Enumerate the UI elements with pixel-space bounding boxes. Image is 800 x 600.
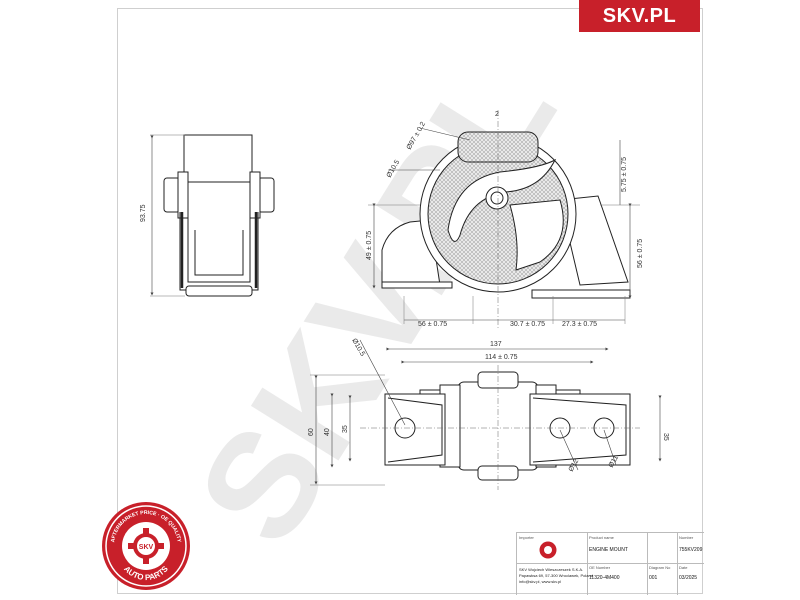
product-name: ENGINE MOUNT — [589, 547, 628, 553]
diagram-label: Diagram No — [649, 565, 671, 570]
dim-top-center: 2 — [495, 111, 499, 118]
dim-height-60: 60 — [308, 428, 315, 436]
dim-width-mid: 30.7 ± 0.75 — [510, 321, 545, 328]
dim-height-left: 49 ± 0.75 — [366, 231, 373, 260]
front-view — [368, 110, 640, 330]
dim-hole-spacing: 114 ± 0.75 — [485, 354, 518, 361]
side-view — [150, 134, 275, 297]
dim-width-left: 56 ± 0.75 — [418, 321, 447, 328]
quality-badge: SKV AFTERMARKET PRICE · OE QUALITY AUTO … — [102, 502, 190, 590]
importer-label: Importer — [519, 535, 534, 540]
badge-center: SKV — [139, 544, 154, 551]
company-line2: Papawksa 69, 57-300 Wroclawek, Poland — [519, 573, 593, 578]
company-line1: SKV Wojciech Wieszczeszek S.K.A. — [519, 567, 584, 572]
company-line3: info@skv.pl, www.skv.pl — [519, 579, 562, 584]
watermark-text: SKV.PL — [165, 34, 587, 571]
plan-view — [310, 339, 662, 490]
dim-offset-top: 5.75 ± 0.75 — [621, 157, 628, 192]
mini-badge-icon — [539, 541, 557, 559]
drawing-frame — [117, 8, 703, 594]
dim-width-right: 27.3 ± 0.75 — [562, 321, 597, 328]
dim-overall-length: 137 — [490, 341, 502, 348]
title-block: Importer Product name ENGINE MOUNT Numbe… — [516, 532, 704, 595]
brand-logo[interactable]: SKV.PL — [579, 0, 700, 32]
date: 03/2025 — [679, 575, 698, 581]
oe-number: 11320-4M400 — [589, 575, 620, 581]
dim-height-35-left: 35 — [342, 425, 349, 433]
dim-side-height: 93.75 — [140, 204, 147, 222]
dim-height-right: 56 ± 0.75 — [637, 239, 644, 268]
date-label: Date — [679, 565, 688, 570]
oe-label: OE Number — [589, 565, 611, 570]
diagram-no: 001 — [649, 575, 658, 581]
product-name-label: Product name — [589, 535, 614, 540]
dim-height-40: 40 — [324, 428, 331, 436]
part-number: 755KV209 — [679, 547, 703, 553]
dim-height-35-right: 35 — [662, 433, 669, 441]
watermark: SKV.PL — [165, 34, 587, 571]
number-label: Number — [679, 535, 694, 540]
